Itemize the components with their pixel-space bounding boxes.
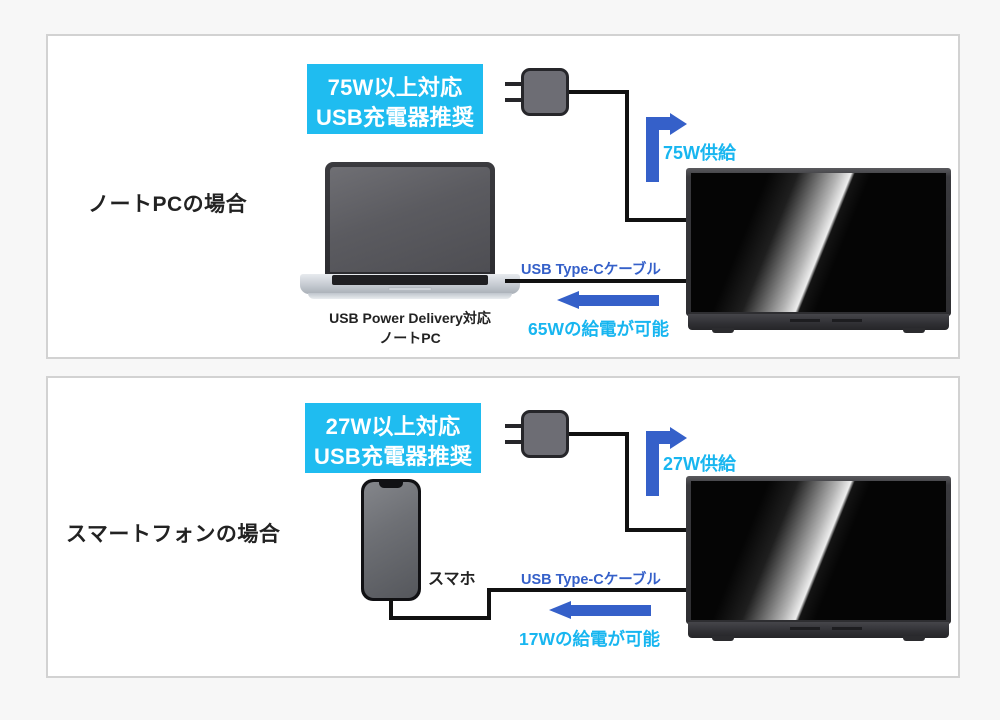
laptop-trackpad [388, 287, 432, 291]
adapter-prong-icon [505, 98, 524, 102]
section-title-phone: スマートフォンの場合 [66, 523, 281, 546]
laptop-keyboard [332, 275, 488, 285]
laptop-screen [330, 167, 490, 272]
arrow-shaft [579, 295, 659, 306]
monitor-foot [712, 636, 734, 641]
monitor-vent [790, 319, 820, 322]
arrow-head-icon [549, 601, 571, 619]
monitor-foot [903, 636, 925, 641]
usb-c-cable-label-phone: USB Type-Cケーブル [521, 572, 661, 588]
laptop-foot [308, 293, 512, 299]
supply-label-phone: 27W供給 [663, 454, 737, 474]
usb-c-cable-phone [389, 598, 393, 620]
laptop-caption: USB Power Delivery対応 ノートPC [303, 308, 517, 348]
badge-line2-laptop: USB充電器推奨 [315, 105, 475, 130]
usb-c-cable-phone [487, 588, 695, 592]
supply-label-laptop: 75W供給 [663, 143, 737, 163]
monitor-screen [691, 173, 946, 312]
power-cable-segment [569, 432, 629, 436]
usb-c-cable-phone [487, 588, 491, 620]
laptop-caption-line1: USB Power Delivery対応 [329, 310, 491, 326]
monitor-icon-laptop [686, 168, 951, 338]
monitor-vent [832, 627, 862, 630]
laptop-lid [325, 162, 495, 276]
arrow-shaft-horizontal [646, 431, 672, 444]
badge-line1-laptop: 75W以上対応 [327, 75, 463, 100]
monitor-chin [688, 622, 949, 638]
smartphone-notch [379, 482, 403, 488]
adapter-prong-icon [505, 440, 524, 444]
adapter-prong-icon [505, 82, 524, 86]
power-delivery-label-phone: 17Wの給電が可能 [519, 629, 660, 649]
power-cable-segment [625, 432, 629, 532]
monitor-icon-phone [686, 476, 951, 646]
monitor-vent [832, 319, 862, 322]
power-cable-segment [569, 90, 629, 94]
power-cable-segment [625, 218, 695, 222]
monitor-foot [712, 328, 734, 333]
badge-line2-phone: USB充電器推奨 [313, 444, 473, 469]
monitor-glare [691, 481, 946, 620]
section-title-laptop: ノートPCの場合 [88, 193, 248, 216]
adapter-prong-icon [505, 424, 524, 428]
monitor-vent [790, 627, 820, 630]
power-delivery-label-laptop: 65Wの給電が可能 [528, 319, 669, 339]
arrow-shaft-horizontal [646, 117, 672, 130]
arrow-head-icon [557, 291, 579, 309]
smartphone-caption: スマホ [428, 571, 476, 588]
ac-adapter-icon [505, 410, 569, 458]
monitor-bezel [686, 476, 951, 624]
usb-c-cable-laptop [505, 279, 695, 283]
monitor-foot [903, 328, 925, 333]
recommendation-badge-laptop: 75W以上対応 USB充電器推奨 [307, 64, 483, 134]
arrow-shaft-vertical [646, 444, 659, 496]
laptop-caption-line2: ノートPC [379, 330, 441, 346]
monitor-screen [691, 481, 946, 620]
usb-c-cable-label-laptop: USB Type-Cケーブル [521, 262, 661, 278]
power-cable-segment [625, 528, 695, 532]
power-cable-segment [625, 90, 629, 222]
power-delivery-arrow-laptop [557, 291, 659, 310]
arrow-head-icon [670, 427, 687, 449]
power-delivery-arrow-phone [549, 601, 651, 620]
monitor-chin [688, 314, 949, 330]
recommendation-badge-phone: 27W以上対応 USB充電器推奨 [305, 403, 481, 473]
arrow-shaft [571, 605, 651, 616]
usb-c-cable-phone [389, 616, 491, 620]
arrow-shaft-vertical [646, 130, 659, 182]
badge-line1-phone: 27W以上対応 [325, 414, 461, 439]
smartphone-icon [361, 479, 421, 601]
ac-adapter-icon [505, 68, 569, 116]
arrow-head-icon [670, 113, 687, 135]
monitor-glare [691, 173, 946, 312]
laptop-icon [300, 162, 520, 307]
monitor-bezel [686, 168, 951, 316]
smartphone-screen [364, 482, 418, 598]
